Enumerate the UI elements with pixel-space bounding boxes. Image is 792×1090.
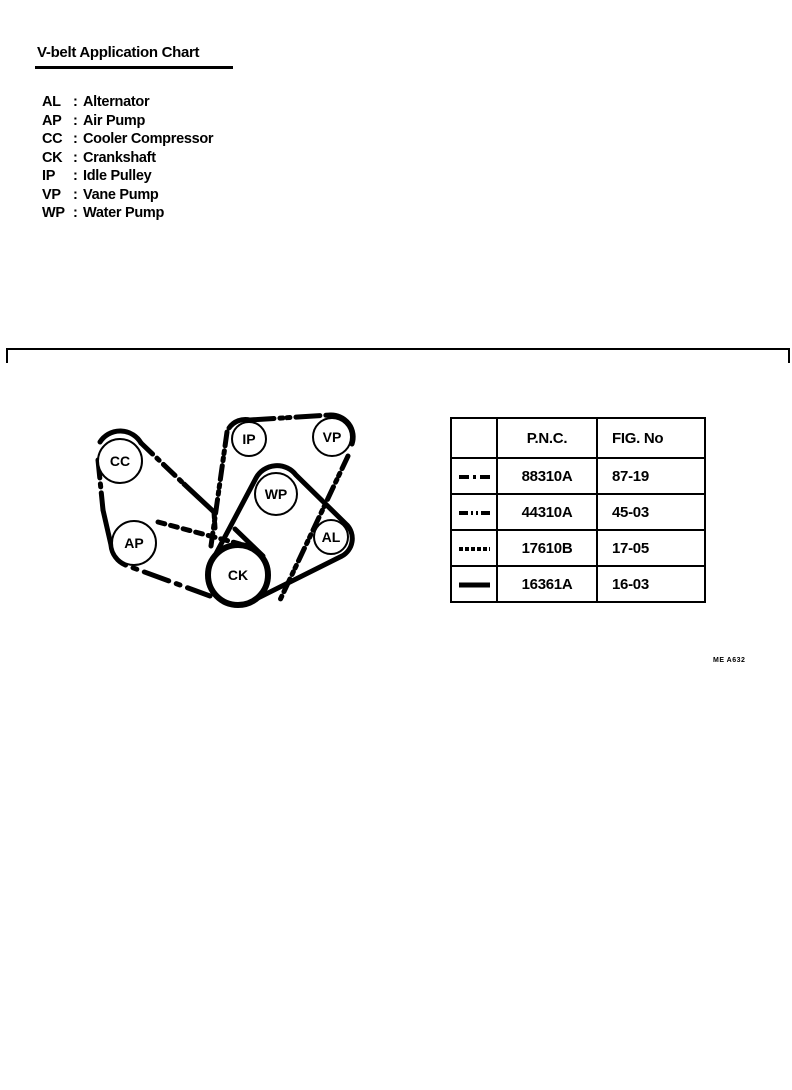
- drawing-code: ME A632: [713, 657, 746, 664]
- legend-code: IP: [42, 168, 56, 184]
- table-row: 44310A 45-03: [450, 493, 706, 531]
- belt-routing-diagram: CC AP CK IP VP WP AL: [95, 412, 356, 608]
- pnc-cell: 88310A: [496, 457, 598, 495]
- legend-name: Air Pump: [83, 112, 146, 129]
- legend-separator: :: [73, 149, 78, 166]
- legend-separator: :: [73, 205, 78, 221]
- belt-88310a: [95, 428, 218, 599]
- svg-text:AL: AL: [322, 529, 341, 545]
- pulley-cc: CC: [97, 438, 143, 484]
- fig-cell: 87-19: [596, 457, 706, 495]
- svg-text:CC: CC: [110, 453, 130, 469]
- legend-separator: :: [73, 186, 78, 203]
- line-style-cell: [450, 493, 498, 531]
- pnc-cell: 17610B: [496, 529, 598, 567]
- legend-name: Alternator: [83, 94, 150, 110]
- legend-name: Idle Pulley: [83, 168, 152, 184]
- legend-item: WP : Water Pump: [42, 204, 213, 223]
- header-pnc: P.N.C.: [496, 417, 598, 459]
- svg-text:IP: IP: [242, 431, 255, 447]
- line-style-cell: [450, 565, 498, 603]
- table-row: 16361A 16-03: [450, 565, 706, 603]
- section-frame-top: [6, 348, 790, 350]
- pulley-ck: CK: [205, 542, 271, 608]
- legend-code: VP: [42, 186, 61, 203]
- legend-code: CC: [42, 131, 63, 147]
- dash-dot-dot-line-icon: [459, 510, 490, 515]
- legend-code: CK: [42, 149, 63, 166]
- legend-code: AP: [42, 112, 62, 129]
- legend-item: AP : Air Pump: [42, 112, 213, 131]
- legend-item: CK : Crankshaft: [42, 149, 213, 168]
- line-style-cell: [450, 457, 498, 495]
- legend-item: CC : Cooler Compressor: [42, 130, 214, 149]
- section-frame-left: [6, 348, 8, 363]
- fig-cell: 17-05: [596, 529, 706, 567]
- table-row: 88310A 87-19: [450, 457, 706, 495]
- pulley-ap: AP: [111, 520, 157, 566]
- pulley-vp: VP: [312, 417, 352, 457]
- legend-item: VP : Vane Pump: [42, 186, 213, 205]
- legend-name: Water Pump: [83, 205, 165, 221]
- header-fig-no: FIG. No: [596, 417, 706, 459]
- part-number-table: P.N.C. FIG. No 88310A 87-19 44310A 45-03…: [450, 417, 706, 603]
- chart-title: V-belt Application Chart: [37, 44, 200, 61]
- dashed-line-icon: [459, 546, 490, 551]
- legend-name: Crankshaft: [83, 149, 156, 166]
- svg-text:VP: VP: [323, 429, 342, 445]
- legend-separator: :: [73, 94, 78, 110]
- legend-item: IP : Idle Pulley: [42, 167, 213, 186]
- belt-17610b: [155, 519, 243, 547]
- title-underline: [35, 66, 233, 69]
- legend-name: Vane Pump: [83, 186, 159, 203]
- line-style-cell: [450, 529, 498, 567]
- header-line-style: [450, 417, 498, 459]
- fig-cell: 45-03: [596, 493, 706, 531]
- legend-separator: :: [73, 168, 78, 184]
- pnc-cell: 44310A: [496, 493, 598, 531]
- belt-44310a: [208, 412, 356, 603]
- legend-code: AL: [42, 94, 61, 110]
- legend-item: AL : Alternator: [42, 93, 213, 112]
- svg-text:AP: AP: [124, 535, 143, 551]
- legend-separator: :: [73, 112, 78, 129]
- table-row: 17610B 17-05: [450, 529, 706, 567]
- pulley-ip: IP: [231, 421, 267, 457]
- pnc-cell: 16361A: [496, 565, 598, 603]
- legend-code: WP: [42, 205, 65, 221]
- pulley-al: AL: [313, 519, 349, 555]
- fig-cell: 16-03: [596, 565, 706, 603]
- svg-text:WP: WP: [265, 486, 288, 502]
- legend-name: Cooler Compressor: [83, 131, 214, 147]
- legend-separator: :: [73, 131, 78, 147]
- abbreviation-legend: AL : Alternator AP : Air Pump CC : Coole…: [42, 93, 214, 223]
- dash-dot-line-icon: [459, 474, 490, 479]
- pulley-wp: WP: [254, 472, 298, 516]
- solid-line-icon: [459, 582, 490, 587]
- table-header-row: P.N.C. FIG. No: [450, 417, 706, 459]
- svg-text:CK: CK: [228, 567, 248, 583]
- section-frame-right: [788, 348, 790, 363]
